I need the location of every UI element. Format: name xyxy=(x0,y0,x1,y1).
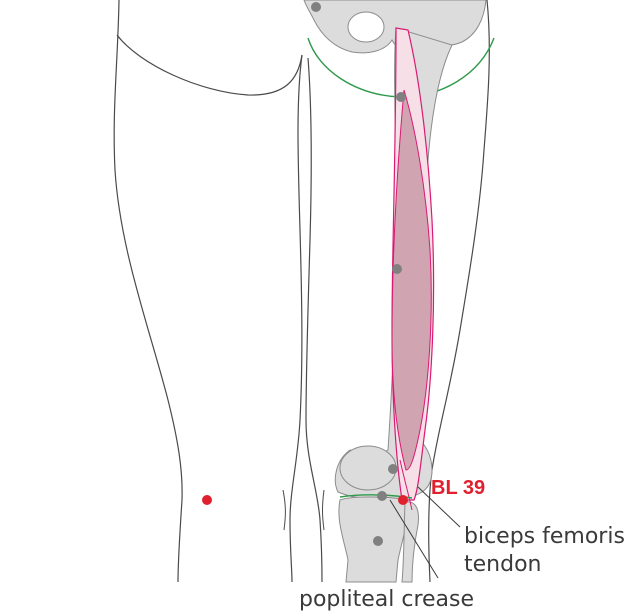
fibula-bone xyxy=(401,501,419,583)
femoral-condyle xyxy=(339,445,397,491)
body-outline xyxy=(113,0,490,583)
crease-leader-line xyxy=(389,499,439,579)
left-leg-outer-contour xyxy=(113,0,183,583)
tibia-bone xyxy=(338,496,408,583)
landmark-mid-thigh xyxy=(392,264,402,274)
right-inner-thigh xyxy=(305,57,323,583)
biceps-femoris-tendon-line xyxy=(399,459,413,511)
popliteal-crease-label: popliteal crease xyxy=(299,587,474,612)
landmark-fibular-head xyxy=(373,536,383,546)
landmarks xyxy=(311,2,406,546)
biceps-femoris-label: biceps femoris xyxy=(464,524,625,549)
bl39-label: BL 39 xyxy=(431,477,485,499)
left-buttock-curve xyxy=(116,34,303,96)
bl39-point-right[interactable] xyxy=(398,495,408,505)
tendon-label: tendon xyxy=(464,552,541,577)
bl39-point-left[interactable] xyxy=(202,495,212,505)
acupoints xyxy=(202,495,408,505)
landmark-ischial-tuberosity xyxy=(396,92,406,102)
left-knee-line xyxy=(282,489,286,531)
leader-lines xyxy=(389,486,461,579)
obturator-foramen xyxy=(347,11,385,43)
pelvis-bone xyxy=(303,0,487,54)
right-knee-line xyxy=(322,489,325,531)
landmark-knee-crease xyxy=(377,491,387,501)
tendon-leader-line xyxy=(417,486,461,528)
left-inner-thigh xyxy=(289,54,303,583)
landmark-ischial-top xyxy=(311,2,321,12)
biceps-femoris-muscle xyxy=(391,27,435,511)
landmark-femoral-condyle xyxy=(388,464,398,474)
right-leg-outer-contour xyxy=(428,0,490,583)
